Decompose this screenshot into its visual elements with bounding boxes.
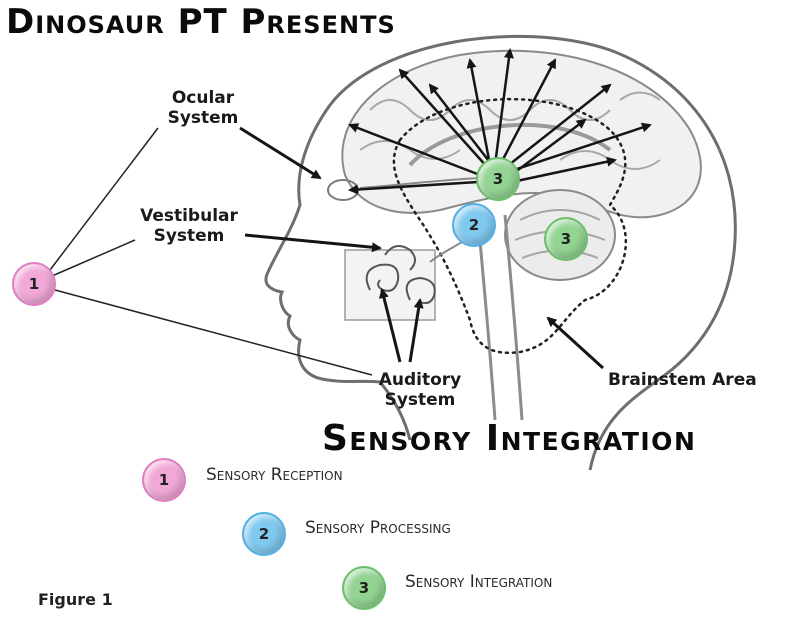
- reception-connectors: [49, 127, 373, 376]
- label-arrows: [239, 126, 605, 370]
- ocular-system-label: Ocular System: [167, 88, 239, 128]
- auditory-system-label: Auditory System: [378, 370, 462, 410]
- brain-gyri: [359, 91, 661, 170]
- figure-caption: Figure 1: [38, 590, 113, 609]
- head-outline: [264, 34, 737, 471]
- diagram-title: Sensory Integration: [322, 418, 697, 459]
- optic-pathway: [359, 177, 481, 189]
- legend-reception-badge: 1: [142, 458, 186, 502]
- processing-marker: 2: [452, 203, 496, 247]
- legend-processing-badge: 2: [242, 512, 286, 556]
- legend-processing-label: Sensory Processing: [305, 518, 451, 538]
- inner-ear-box: [344, 249, 436, 321]
- header-title: Dinosaur PT Presents: [6, 2, 396, 42]
- brainstem-area-label: Brainstem Area: [608, 370, 757, 390]
- integration-marker-cerebellum: 3: [544, 217, 588, 261]
- reception-marker: 1: [12, 262, 56, 306]
- integration-marker-top: 3: [476, 157, 520, 201]
- corpus-callosum: [408, 122, 612, 167]
- cerebrum: [341, 49, 702, 219]
- inner-ear-cochlea: [365, 245, 436, 305]
- integration-arrows: [348, 48, 652, 195]
- brainstem-area-boundary: [392, 97, 627, 355]
- legend-integration-label: Sensory Integration: [405, 572, 553, 592]
- legend-integration-badge: 3: [342, 566, 386, 610]
- vestibular-system-label: Vestibular System: [140, 206, 238, 246]
- legend-reception-label: Sensory Reception: [206, 465, 343, 485]
